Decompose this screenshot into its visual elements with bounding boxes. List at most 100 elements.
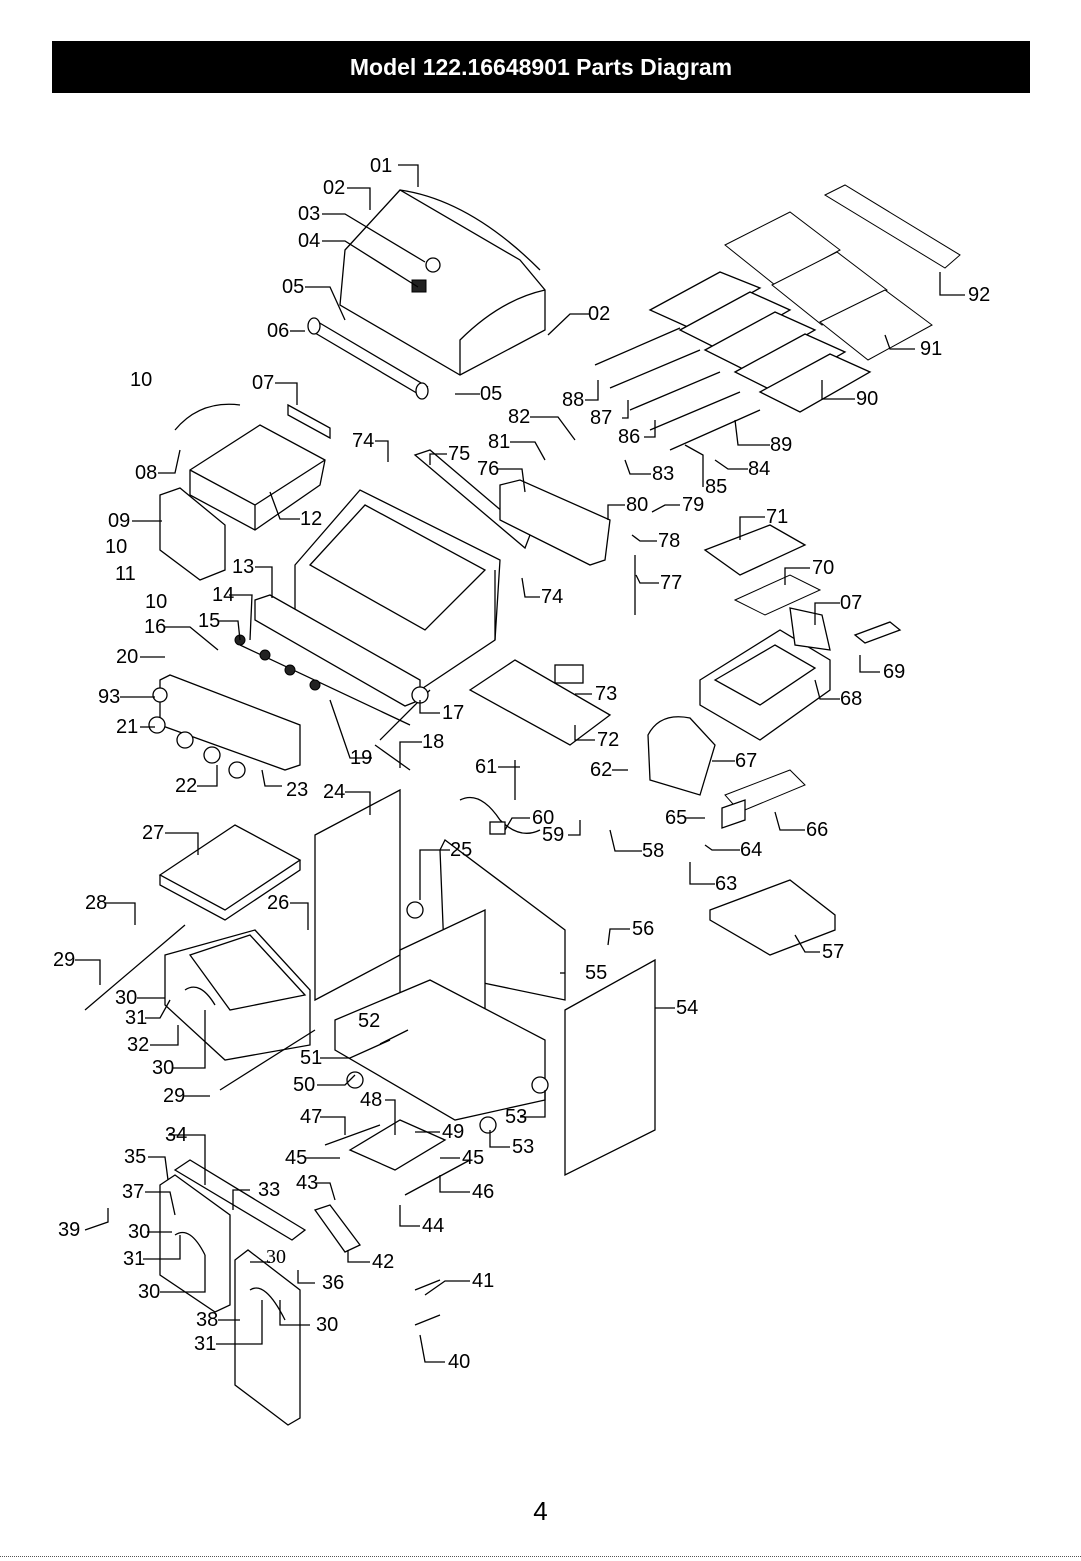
label-30d: 30 — [138, 1281, 160, 1303]
label-17: 17 — [442, 702, 464, 724]
label-02b: 02 — [588, 303, 610, 325]
label-07: 07 — [252, 372, 274, 394]
label-71: 71 — [766, 506, 788, 528]
label-69: 69 — [883, 661, 905, 683]
label-44: 44 — [422, 1215, 444, 1237]
label-30b: 30 — [152, 1057, 174, 1079]
label-86: 86 — [618, 426, 640, 448]
label-33: 33 — [258, 1179, 280, 1201]
part-side-shelf — [158, 824, 302, 921]
label-87: 87 — [590, 407, 612, 429]
label-29b: 29 — [163, 1085, 185, 1107]
label-21: 21 — [116, 716, 138, 738]
label-23: 23 — [286, 779, 308, 801]
part-drawer — [84, 924, 316, 1091]
label-03: 03 — [298, 203, 320, 225]
part-cart-doors — [159, 1159, 307, 1426]
label-38: 38 — [196, 1309, 218, 1331]
label-30c: 30 — [128, 1221, 150, 1243]
label-11: 11 — [115, 563, 136, 585]
label-66: 66 — [806, 819, 828, 841]
label-30a: 30 — [115, 987, 137, 1009]
label-10a: 10 — [130, 369, 152, 391]
label-51: 51 — [300, 1047, 322, 1069]
label-59: 59 — [542, 824, 564, 846]
label-16: 16 — [144, 616, 166, 638]
page-border — [0, 1556, 1081, 1557]
part-side-burner-shelf — [174, 403, 331, 531]
label-57: 57 — [822, 941, 844, 963]
part-control-panel — [148, 674, 301, 779]
page-number: 4 — [533, 1496, 548, 1526]
label-31a: 31 — [125, 1007, 147, 1029]
label-49: 49 — [442, 1121, 464, 1143]
label-28: 28 — [85, 892, 107, 914]
part-heat-shield — [254, 449, 611, 707]
label-74a: 74 — [352, 430, 374, 452]
label-22: 22 — [175, 775, 197, 797]
label-31b: 31 — [123, 1248, 145, 1270]
label-46: 46 — [472, 1181, 494, 1203]
label-60: 60 — [532, 807, 554, 829]
part-rear-burner — [647, 716, 806, 829]
part-side-burner — [699, 524, 902, 741]
label-90: 90 — [856, 388, 878, 410]
label-06: 06 — [267, 320, 289, 342]
label-37: 37 — [122, 1181, 144, 1203]
part-door-hardware — [313, 1204, 441, 1326]
label-92: 92 — [968, 284, 990, 306]
label-62: 62 — [590, 759, 612, 781]
label-73: 73 — [595, 683, 617, 705]
label-78: 78 — [658, 530, 680, 552]
label-50: 50 — [293, 1074, 315, 1096]
label-42: 42 — [372, 1251, 394, 1273]
part-burners — [594, 327, 761, 451]
label-70: 70 — [812, 557, 834, 579]
label-40: 40 — [448, 1351, 470, 1373]
part-flame-tamers — [648, 271, 872, 413]
label-58: 58 — [642, 840, 664, 862]
part-cooking-grates — [724, 184, 961, 361]
label-64: 64 — [740, 839, 762, 861]
label-61: 61 — [475, 756, 497, 778]
part-cart-panels — [314, 788, 656, 1177]
label-80: 80 — [626, 494, 648, 516]
label-85: 85 — [705, 476, 727, 498]
label-08: 08 — [135, 462, 157, 484]
label-26: 26 — [267, 892, 289, 914]
label-88: 88 — [562, 389, 584, 411]
label-67: 67 — [735, 750, 757, 772]
label-01: 01 — [370, 155, 392, 177]
part-igniter — [459, 555, 636, 835]
label-32: 32 — [127, 1034, 149, 1056]
label-20: 20 — [116, 646, 138, 668]
label-18: 18 — [422, 731, 444, 753]
label-41: 41 — [472, 1270, 494, 1292]
label-55: 55 — [585, 962, 607, 984]
label-83: 83 — [652, 463, 674, 485]
label-10b: 10 — [105, 536, 127, 558]
label-75: 75 — [448, 443, 470, 465]
label-68: 68 — [840, 688, 862, 710]
page-title: Model 122.16648901 Parts Diagram — [52, 41, 1030, 93]
label-79: 79 — [682, 494, 704, 516]
label-65: 65 — [665, 807, 687, 829]
label-27: 27 — [142, 822, 164, 844]
label-29a: 29 — [53, 949, 75, 971]
part-lid-handle — [307, 317, 429, 400]
label-13: 13 — [232, 556, 254, 578]
label-14: 14 — [212, 584, 234, 606]
label-05b: 05 — [480, 383, 502, 405]
label-84: 84 — [748, 458, 770, 480]
label-31c: 31 — [194, 1333, 216, 1355]
label-76: 76 — [477, 458, 499, 480]
label-91: 91 — [920, 338, 942, 360]
label-04: 04 — [298, 230, 320, 252]
label-43: 43 — [296, 1172, 318, 1194]
label-10c: 10 — [145, 591, 167, 613]
label-77: 77 — [660, 572, 682, 594]
label-34: 34 — [165, 1124, 187, 1146]
label-15: 15 — [198, 610, 220, 632]
label-36: 36 — [322, 1272, 344, 1294]
part-labels: 01 02 03 04 05 06 02 05 07 08 09 10 10 1… — [53, 155, 990, 1373]
